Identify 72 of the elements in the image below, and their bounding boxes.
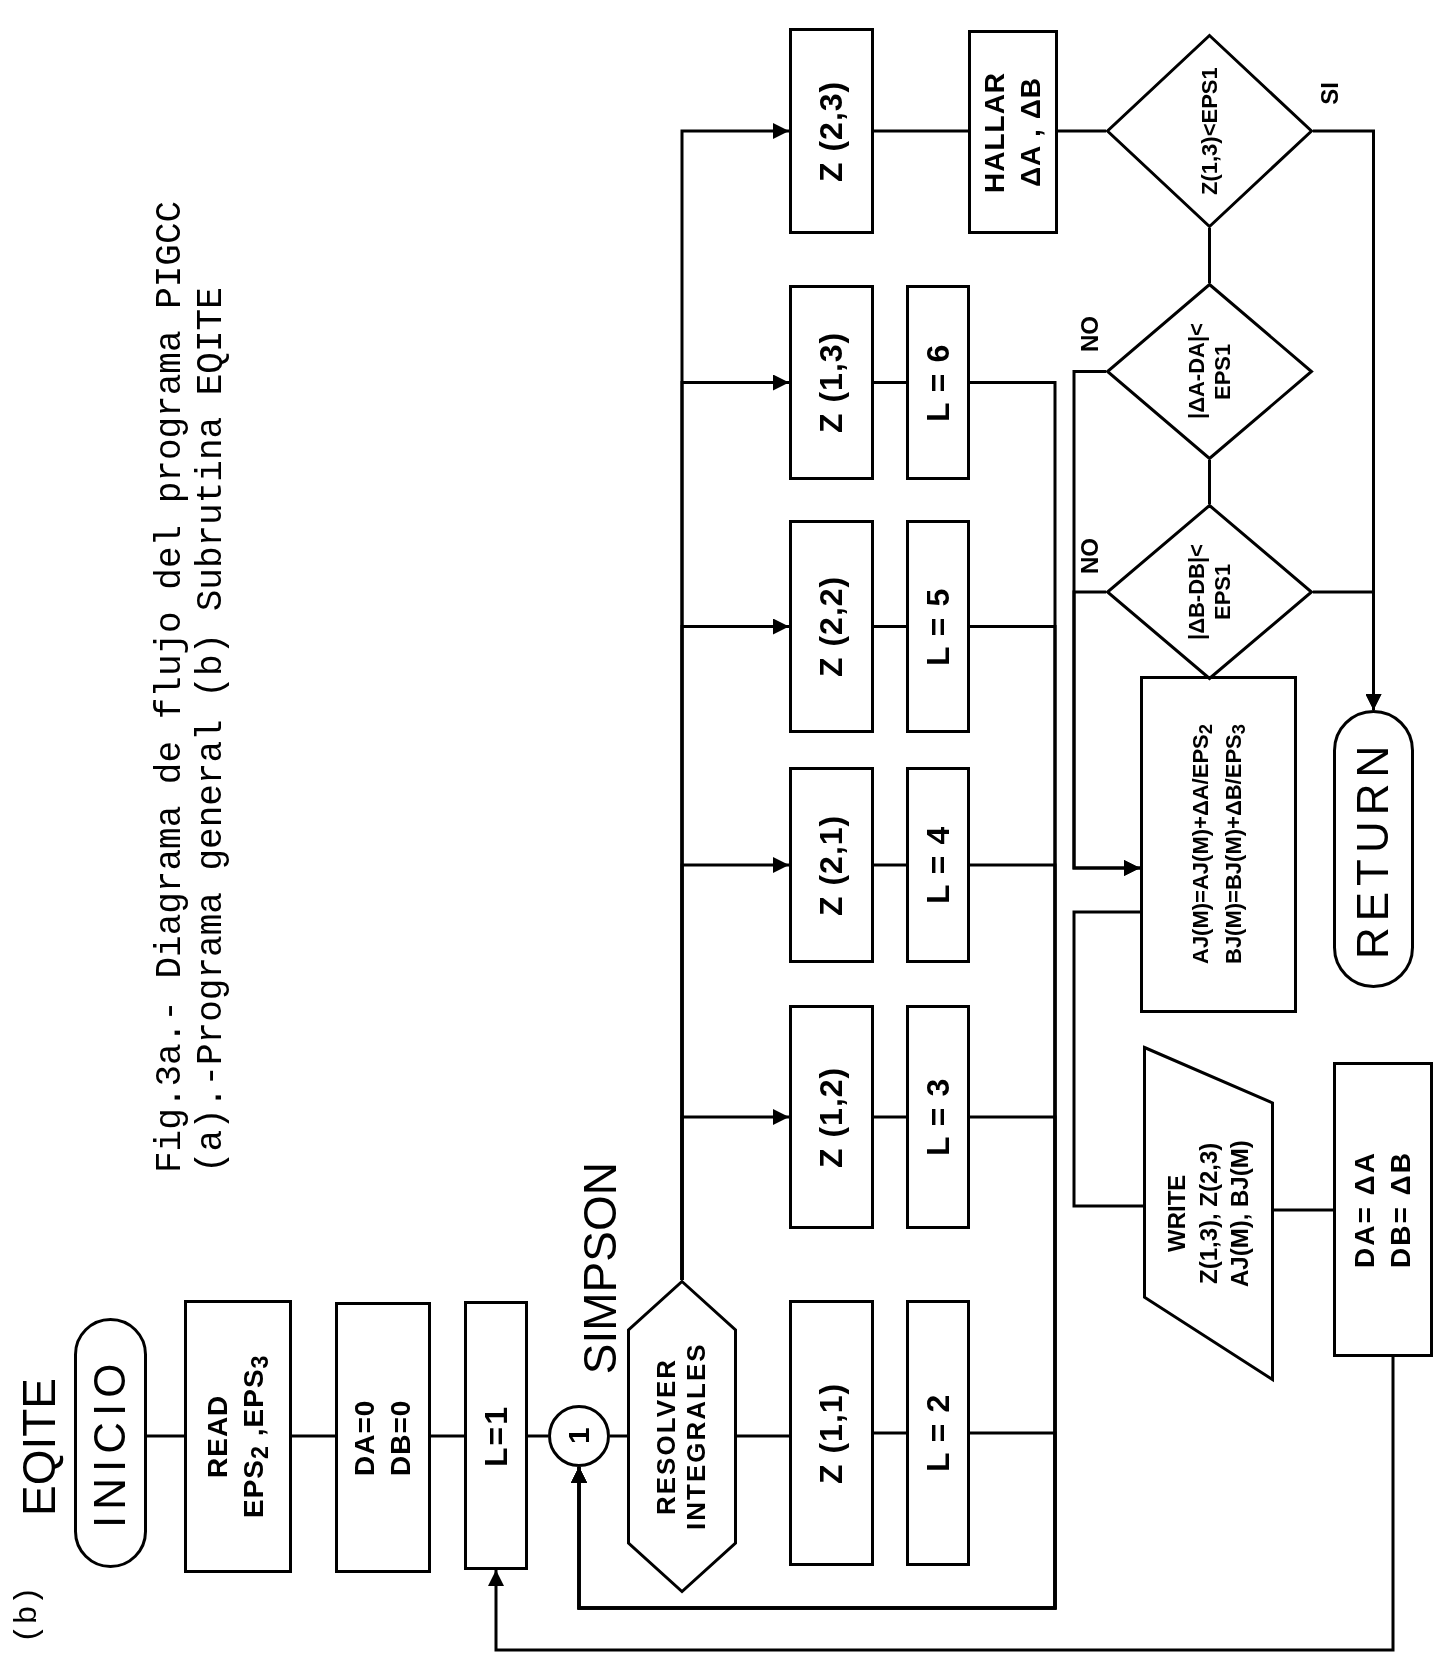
connector-line <box>874 863 906 867</box>
node-label: L = 5 <box>919 587 957 666</box>
node-label: INICIO <box>85 1357 136 1529</box>
process-box <box>464 1301 528 1570</box>
process-box <box>906 520 970 733</box>
node-label: Z (2,3) <box>813 80 850 182</box>
process-box <box>906 1300 970 1566</box>
connector-line <box>874 129 968 133</box>
connector-line <box>610 1434 627 1438</box>
diagram-title: EQITE <box>16 1378 62 1517</box>
node-label: Z (2,1) <box>813 814 850 916</box>
decision-label: Z(1,3)<EPS1 <box>1196 67 1223 195</box>
arrow <box>488 1357 1395 1652</box>
node-label: Z (1,1) <box>813 1382 850 1484</box>
decision-label: |ΔB-DB|< EPS1 <box>1184 543 1235 642</box>
arrow <box>680 123 789 1280</box>
node-label: AJ(M), BJ(M) <box>1226 1140 1254 1287</box>
node-label: Z (1,2) <box>813 1066 850 1168</box>
node-label: 1 <box>561 1427 596 1445</box>
connector-line <box>1208 228 1211 283</box>
process-box <box>906 767 970 963</box>
connector-line <box>874 1115 906 1119</box>
node-label: Z (2,2) <box>813 575 850 678</box>
arrow <box>1313 590 1382 710</box>
node-label: L = 4 <box>919 825 957 905</box>
process-box <box>906 285 970 480</box>
connector-line <box>874 381 906 384</box>
process-box <box>789 520 874 733</box>
node-label: L = 2 <box>919 1393 957 1473</box>
process-box <box>184 1300 292 1573</box>
node-label: DA= ΔA <box>1348 1151 1381 1268</box>
node-label: WRITE <box>1163 1174 1191 1253</box>
process-box <box>789 1005 874 1229</box>
node-label: Z(1,3), Z(2,3) <box>1194 1142 1223 1285</box>
node-label: L = 3 <box>919 1077 957 1157</box>
node-label: ΔA , ΔB <box>1015 77 1047 187</box>
process-box <box>1333 1062 1433 1357</box>
node-label: DA=0 <box>348 1399 381 1476</box>
process-box <box>789 28 874 234</box>
node-label: DB=0 <box>385 1399 417 1476</box>
node-label: DB= ΔB <box>1385 1151 1417 1268</box>
node-label: READ <box>201 1394 234 1479</box>
process-box <box>789 1300 874 1566</box>
connector-line <box>528 1434 548 1438</box>
node-label: HALLAR <box>978 71 1011 193</box>
node-label: Z (1,3) <box>813 331 850 434</box>
connector-line <box>147 1434 184 1438</box>
process-box <box>789 285 874 480</box>
connector-line <box>1058 129 1106 133</box>
process-box <box>906 1005 970 1229</box>
panel-label: (b) <box>12 1586 44 1644</box>
process-box <box>335 1302 431 1573</box>
process-box <box>968 30 1058 234</box>
connector-line <box>1072 910 1143 1208</box>
connector-line <box>1274 1208 1333 1212</box>
node-label: RESOLVER INTEGRALES <box>652 1341 712 1533</box>
connector-line <box>874 625 906 628</box>
node-label: L=1 <box>477 1404 515 1467</box>
node-label: RETURN <box>1348 739 1399 959</box>
connector-line <box>431 1434 464 1438</box>
node-label: L = 6 <box>919 343 957 422</box>
connector-line <box>1208 460 1211 504</box>
figure-caption: Fig.3a.- Diagrama de flujo del programa PIGCC (a).-Programa general (b) Subrutina EQITE <box>150 199 232 1173</box>
arrow <box>571 381 1057 1610</box>
arrow <box>1072 590 1140 876</box>
connector-line <box>874 1431 906 1435</box>
connector-line <box>737 1434 789 1438</box>
subroutine-label: SIMPSON <box>577 1162 623 1375</box>
process-box <box>1140 676 1297 1013</box>
connector-line <box>292 1434 335 1438</box>
decision-label: |ΔA-DA|< EPS1 <box>1184 322 1235 422</box>
process-box <box>789 767 874 963</box>
